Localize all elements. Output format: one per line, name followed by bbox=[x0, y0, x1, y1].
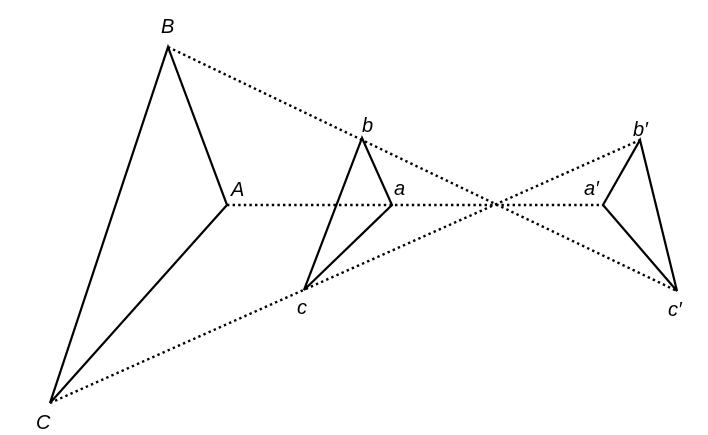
label-b-prime: b′ bbox=[633, 119, 649, 141]
triangle-ABC bbox=[48, 43, 229, 404]
label-c-prime: c′ bbox=[668, 299, 683, 321]
label-c: c bbox=[297, 297, 307, 319]
triangle-a-prime-b-prime-c-prime bbox=[601, 137, 679, 292]
label-C: C bbox=[36, 412, 51, 434]
label-A: A bbox=[230, 179, 244, 201]
label-a-prime: a′ bbox=[584, 178, 600, 200]
dotted-line-C-to-b-prime bbox=[49, 138, 641, 405]
dotted-line-B-to-c-prime bbox=[167, 45, 678, 293]
triangle-abc bbox=[302, 135, 394, 291]
label-B: B bbox=[161, 16, 174, 38]
label-b: b bbox=[362, 115, 373, 137]
label-a: a bbox=[394, 178, 405, 200]
